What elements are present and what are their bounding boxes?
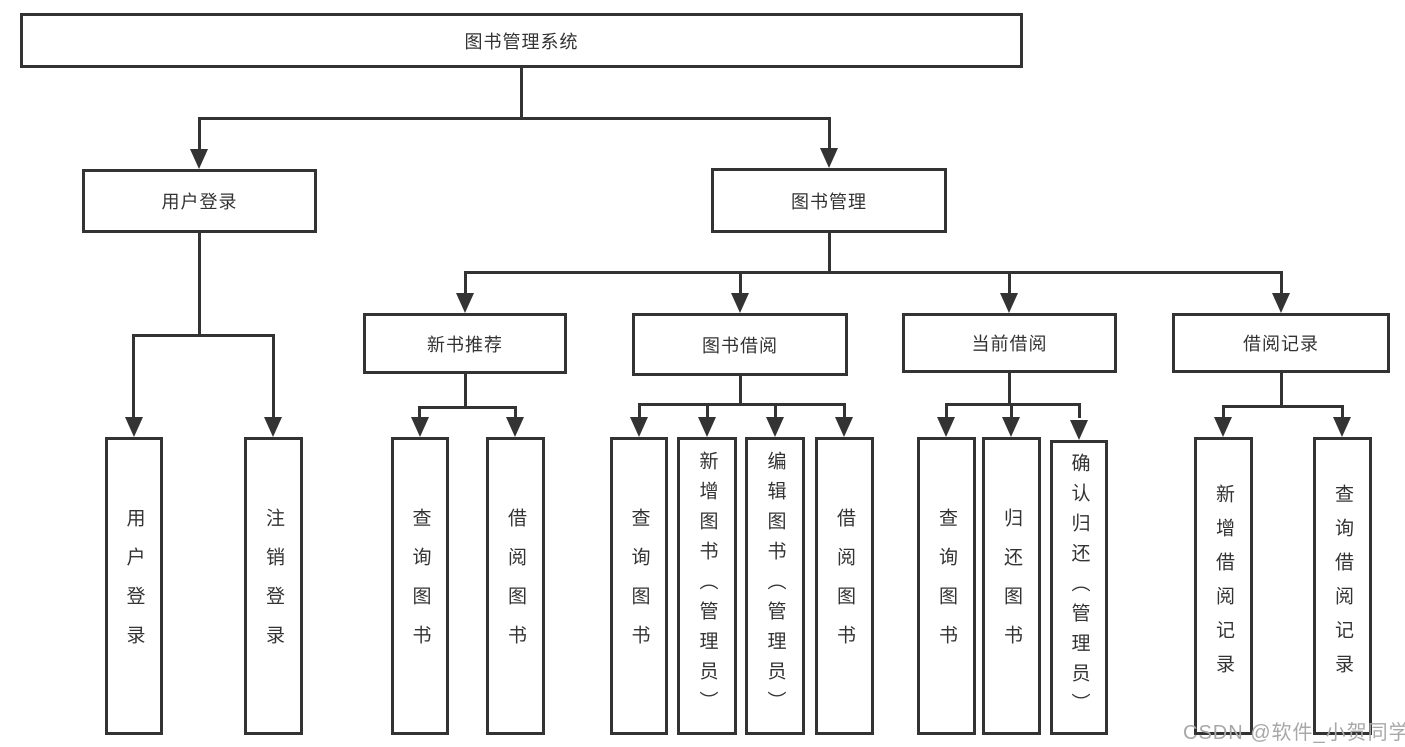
leaf-label: 查询图书 xyxy=(628,508,650,664)
arrowhead xyxy=(820,148,838,168)
connector-line xyxy=(520,68,523,118)
connector-line xyxy=(638,403,641,418)
connector-line xyxy=(945,403,948,418)
leaf-borrow-books: 借阅图书 xyxy=(486,437,545,735)
leaf-search-books: 查询图书 xyxy=(610,437,668,735)
connector-line xyxy=(198,117,201,150)
arrowhead xyxy=(456,293,474,313)
leaf-edit-books-admin: 编辑图书（管理员） xyxy=(745,437,805,735)
leaf-add-books-admin: 新增图书（管理员） xyxy=(677,437,737,735)
node-label: 图书借阅 xyxy=(702,335,778,356)
connector-line xyxy=(828,117,831,149)
connector-line xyxy=(828,233,831,274)
arrowhead xyxy=(264,417,282,437)
arrowhead xyxy=(1070,420,1088,440)
node-new-book-recommend: 新书推荐 xyxy=(363,313,567,374)
arrowhead xyxy=(411,417,429,437)
arrowhead xyxy=(125,417,143,437)
leaf-label: 归还图书 xyxy=(1001,508,1022,664)
arrowhead xyxy=(698,417,716,437)
node-label: 图书管理系统 xyxy=(464,31,579,52)
leaf-label: 查询图书 xyxy=(936,508,957,664)
connector-line xyxy=(1078,403,1081,418)
leaf-borrow-books: 借阅图书 xyxy=(815,437,874,735)
arrowhead xyxy=(835,417,853,437)
connector-line xyxy=(706,403,709,418)
node-book-borrowing: 图书借阅 xyxy=(632,313,848,376)
leaf-label: 注销登录 xyxy=(263,508,284,664)
connector-line xyxy=(1010,403,1013,418)
leaf-search-borrow-record: 查询借阅记录 xyxy=(1313,437,1372,735)
connector-line xyxy=(1341,405,1344,418)
leaf-label: 新增图书（管理员） xyxy=(696,451,718,721)
connector-line xyxy=(1280,372,1283,408)
arrowhead xyxy=(1000,293,1018,313)
connector-line xyxy=(464,271,467,294)
leaf-label: 借阅图书 xyxy=(505,508,526,664)
connector-line xyxy=(198,117,831,120)
node-label: 新书推荐 xyxy=(427,334,503,355)
arrowhead xyxy=(1272,293,1290,313)
node-label: 借阅记录 xyxy=(1243,334,1319,354)
leaf-user-login: 用户登录 xyxy=(105,437,163,735)
connector-line xyxy=(1008,372,1011,406)
leaf-label: 用户登录 xyxy=(123,508,145,664)
arrowhead xyxy=(1214,417,1232,437)
arrowhead xyxy=(1333,417,1351,437)
leaf-label: 新增借阅记录 xyxy=(1213,484,1234,688)
connector-line xyxy=(418,406,517,409)
connector-line xyxy=(198,233,201,336)
connector-line xyxy=(739,375,742,406)
arrowhead xyxy=(630,417,648,437)
leaf-label: 查询图书 xyxy=(409,508,431,664)
leaf-label: 确认归还（管理员） xyxy=(1068,452,1090,723)
arrowhead xyxy=(1002,417,1020,437)
connector-line xyxy=(464,271,1283,274)
arrowhead xyxy=(766,417,784,437)
node-label: 当前借阅 xyxy=(971,334,1048,354)
connector-line xyxy=(843,403,846,418)
leaf-add-borrow-record: 新增借阅记录 xyxy=(1194,437,1253,735)
connector-line xyxy=(1008,271,1011,294)
node-book-management: 图书管理 xyxy=(711,168,947,233)
connector-line xyxy=(739,271,742,294)
csdn-watermark: CSDN @软件_小贺同学 xyxy=(1183,722,1405,744)
leaf-confirm-return-admin: 确认归还（管理员） xyxy=(1050,440,1108,735)
leaf-label: 查询借阅记录 xyxy=(1332,484,1353,688)
leaf-search-books: 查询图书 xyxy=(391,437,449,735)
node-borrow-records: 借阅记录 xyxy=(1172,313,1390,373)
connector-line xyxy=(464,373,467,409)
node-user-login: 用户登录 xyxy=(82,169,317,233)
connector-line xyxy=(1222,405,1225,418)
arrowhead xyxy=(937,417,955,437)
leaf-search-books: 查询图书 xyxy=(917,437,976,735)
leaf-logout: 注销登录 xyxy=(244,437,303,735)
node-root-library-system: 图书管理系统 xyxy=(20,13,1023,68)
leaf-label: 编辑图书（管理员） xyxy=(764,451,786,721)
leaf-label: 借阅图书 xyxy=(834,508,855,664)
connector-line xyxy=(1222,405,1344,408)
node-label: 图书管理 xyxy=(791,191,867,212)
connector-line xyxy=(774,403,777,418)
arrowhead xyxy=(731,293,749,313)
node-current-borrowing: 当前借阅 xyxy=(902,313,1117,373)
connector-line xyxy=(1280,271,1283,294)
node-label: 用户登录 xyxy=(161,192,238,212)
connector-line xyxy=(418,406,421,418)
leaf-return-books: 归还图书 xyxy=(982,437,1041,735)
connector-line xyxy=(638,403,846,406)
connector-line xyxy=(945,403,1081,406)
arrowhead xyxy=(506,417,524,437)
connector-line xyxy=(132,334,135,418)
arrowhead xyxy=(190,149,208,169)
connector-line xyxy=(272,334,275,418)
connector-line xyxy=(514,406,517,418)
connector-line xyxy=(132,334,275,337)
